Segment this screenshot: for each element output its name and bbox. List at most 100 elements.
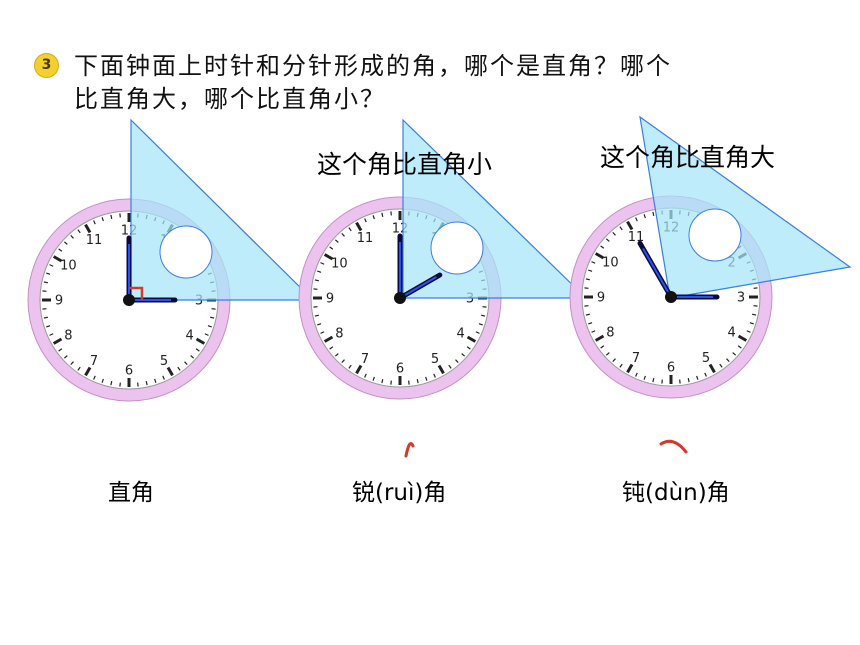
minute-tick xyxy=(210,316,215,319)
angle-arc-mark xyxy=(659,439,688,454)
minute-tick xyxy=(381,212,384,217)
clock-numeral: 9 xyxy=(597,291,605,306)
minute-tick xyxy=(600,245,605,249)
angle-label-right: 直角 xyxy=(108,480,154,506)
clock-numeral: 7 xyxy=(361,352,369,367)
minute-tick xyxy=(101,378,104,383)
minute-tick xyxy=(195,348,200,352)
minute-tick xyxy=(314,279,319,282)
minute-tick xyxy=(93,375,96,380)
set-square-hole xyxy=(688,208,742,262)
hour-tick xyxy=(737,334,748,342)
clock-numeral: 11 xyxy=(357,231,374,246)
set-square-hole xyxy=(159,225,213,279)
clock-center-pin xyxy=(394,292,406,304)
clock-numeral: 3 xyxy=(195,294,203,309)
clock-numeral: 8 xyxy=(606,326,614,341)
minute-tick xyxy=(372,215,375,220)
right-angle-marker xyxy=(129,286,144,300)
minute-tick xyxy=(145,381,148,386)
hour-tick xyxy=(355,364,363,375)
minute-tick xyxy=(101,217,104,222)
minute-tick xyxy=(63,355,68,359)
clock-numeral: 7 xyxy=(90,354,98,369)
minute-tick xyxy=(461,353,466,357)
minute-tick xyxy=(364,373,367,378)
minute-tick xyxy=(154,378,157,383)
hour-tick xyxy=(437,364,445,375)
minute-tick xyxy=(329,246,334,250)
minute-tick xyxy=(314,314,319,317)
minute-tick xyxy=(43,316,48,319)
clock-center-pin xyxy=(665,291,677,303)
minute-tick xyxy=(588,269,593,272)
clock-numeral: 10 xyxy=(331,257,348,272)
minute-tick xyxy=(475,331,480,334)
minute-tick xyxy=(162,375,165,380)
minute-tick xyxy=(605,238,610,242)
minute-tick xyxy=(70,234,74,239)
clock-numeral: 6 xyxy=(125,364,133,379)
clock-numeral: 4 xyxy=(185,329,193,344)
hour-tick xyxy=(466,335,477,343)
set-square-triangle xyxy=(639,115,852,299)
clock-numeral: 10 xyxy=(602,256,619,271)
hour-tick xyxy=(626,363,634,374)
angle-arc-mark xyxy=(404,442,415,458)
clock-obtuse-angle: 121234567891011 xyxy=(569,115,852,454)
clock-numeral: 4 xyxy=(727,326,735,341)
minute-tick xyxy=(591,261,596,264)
minute-tick xyxy=(635,217,638,222)
minute-tick xyxy=(207,325,212,328)
clock-acute-angle: 121234567891011 xyxy=(298,118,588,458)
clock-right-angle: 121234567891011 xyxy=(27,118,315,402)
clock-numeral: 3 xyxy=(466,292,474,307)
minute-tick xyxy=(46,272,51,275)
minute-tick xyxy=(348,364,352,369)
hour-tick xyxy=(84,223,92,234)
minute-tick xyxy=(49,264,54,267)
minute-tick xyxy=(612,358,616,363)
clock-numeral: 10 xyxy=(60,259,77,274)
minute-tick xyxy=(177,366,181,371)
minute-tick xyxy=(58,348,63,352)
clock-numeral: 8 xyxy=(64,329,72,344)
clock-numeral: 4 xyxy=(456,327,464,342)
minute-tick xyxy=(704,372,707,377)
minute-tick xyxy=(317,270,322,273)
clock-numeral: 8 xyxy=(335,327,343,342)
clock-numeral: 11 xyxy=(86,233,103,248)
minute-tick xyxy=(320,262,325,265)
clock-numeral: 7 xyxy=(632,351,640,366)
minute-tick xyxy=(204,333,209,336)
minute-hand-highlight xyxy=(642,248,672,298)
minute-tick xyxy=(588,322,593,325)
minute-tick xyxy=(746,330,751,333)
clock-numeral: 9 xyxy=(326,292,334,307)
minute-tick xyxy=(46,325,51,328)
minute-tick xyxy=(425,376,428,381)
minute-tick xyxy=(619,363,623,368)
minute-tick xyxy=(732,352,737,356)
hour-tick xyxy=(166,366,174,377)
minute-tick xyxy=(372,376,375,381)
minute-tick xyxy=(605,352,610,356)
minute-tick xyxy=(652,378,655,383)
minute-tick xyxy=(341,232,345,237)
minute-tick xyxy=(433,373,436,378)
minute-tick xyxy=(687,378,690,383)
minute-tick xyxy=(77,366,81,371)
hour-tick xyxy=(52,337,63,345)
minute-tick xyxy=(49,333,54,336)
clock-numeral: 6 xyxy=(667,361,675,376)
minute-tick xyxy=(190,355,195,359)
question-text: 下面钟面上时针和分针形成的角，哪个是直角？哪个 比直角大，哪个比直角小？ xyxy=(74,50,854,116)
minute-tick xyxy=(341,359,345,364)
minute-tick xyxy=(643,375,646,380)
hour-tick xyxy=(594,334,605,342)
minute-tick xyxy=(416,379,419,384)
hour-hand-highlight xyxy=(399,276,437,299)
minute-tick xyxy=(612,231,616,236)
minute-tick xyxy=(478,323,483,326)
minute-tick xyxy=(110,381,113,386)
